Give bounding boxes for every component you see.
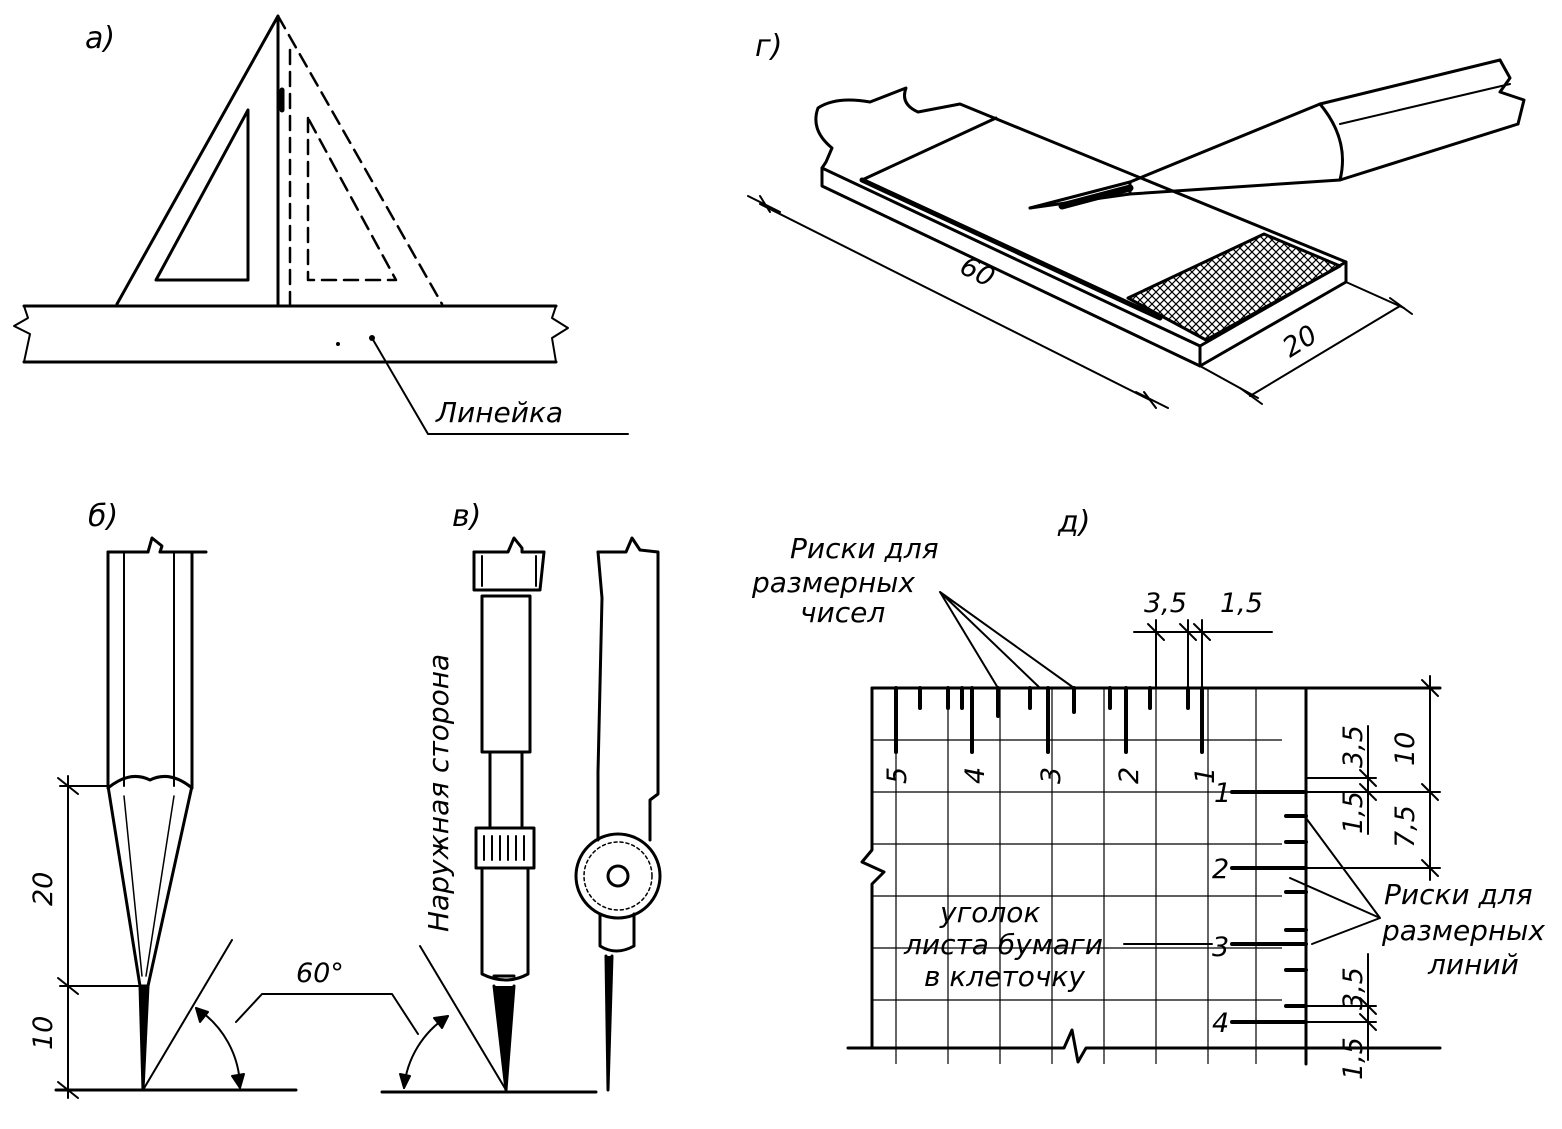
corner-line: листа бумаги (903, 928, 1103, 961)
dim-right-15a: 1,5 (1338, 791, 1369, 834)
dim-right-35a: 3,5 (1338, 725, 1369, 768)
compass-lead-holder (472, 536, 546, 1092)
panel-a-label: а) (85, 21, 115, 56)
col-number: 2 (1114, 767, 1145, 784)
outer-side-label: Наружная сторона (422, 654, 455, 932)
dimension-lines-b (54, 775, 298, 1099)
line-marks-callout: Риски для размерных линий (1289, 817, 1545, 981)
angle-right (380, 945, 598, 1094)
triangle-solid (115, 14, 280, 306)
panel-b: б) 20 10 (28, 499, 298, 1099)
number-marks-line: чисел (800, 596, 885, 629)
number-marks-callout: Риски для размерных чисел (751, 532, 1075, 689)
sharpening-board (814, 86, 1348, 368)
panel-v-label: в) (452, 499, 481, 534)
pencil-lead-point (106, 536, 208, 1092)
ruler-label: Линейка (435, 396, 563, 429)
corner-label: уголок листа бумаги в клеточку (903, 896, 1213, 993)
dim-10-b: 10 (28, 1016, 59, 1050)
triangle-dashed (276, 14, 444, 306)
corner-line: уголок (939, 896, 1040, 929)
compass-arm (574, 536, 662, 1092)
panel-g-label: г) (755, 29, 782, 64)
line-marks-line: линий (1427, 948, 1519, 981)
dim-top-a: 3,5 (1144, 588, 1187, 619)
panel-v: в) Наружная сторона (380, 499, 662, 1094)
graph-paper-grid (872, 688, 1282, 1064)
panel-g: г) 60 (747, 29, 1526, 409)
col-number: 5 (882, 767, 913, 784)
angle-left (142, 939, 245, 1091)
pencil (1028, 58, 1526, 210)
panel-d: д) (751, 505, 1545, 1080)
row-number: 1 (1214, 778, 1231, 809)
dim-right-10: 10 (1390, 732, 1421, 766)
line-marks-line: размерных (1381, 914, 1545, 947)
corner-line: в клеточку (924, 960, 1085, 993)
dim-top-b: 1,5 (1220, 588, 1263, 619)
ruler-leader (371, 337, 629, 435)
ruler-dot (336, 342, 340, 346)
panel-b-label: б) (88, 499, 118, 534)
right-tick-marks (1230, 790, 1308, 1024)
top-dimensions (1133, 619, 1273, 689)
ruler (13, 304, 569, 364)
top-tick-marks (894, 686, 1204, 754)
dim-20-b: 20 (28, 872, 59, 906)
col-number: 3 (1036, 767, 1067, 784)
dim-right-75: 7,5 (1390, 805, 1421, 848)
row-number: 4 (1212, 1008, 1229, 1039)
column-numbers: 5 4 3 2 1 (882, 767, 1221, 784)
line-marks-line: Риски для (1384, 878, 1533, 911)
angle-60-label: 60° (296, 958, 344, 989)
panel-d-label: д) (1057, 505, 1090, 540)
number-marks-line: Риски для (790, 532, 939, 565)
row-number: 3 (1212, 932, 1229, 963)
dim-right-15b: 1,5 (1338, 1037, 1369, 1080)
right-dimensions (1305, 675, 1441, 1061)
row-number: 2 (1212, 854, 1229, 885)
dim-right-35b: 3,5 (1338, 967, 1369, 1010)
angle-60-callout (235, 993, 419, 1035)
panel-a: а) Линейка (13, 14, 629, 435)
col-number: 4 (960, 767, 991, 784)
dimension-20 (1199, 281, 1413, 405)
dimension-60 (747, 195, 1169, 409)
col-number: 1 (1190, 767, 1221, 784)
dim-60-label: 60 (955, 251, 1000, 294)
row-numbers: 1 2 3 4 (1212, 778, 1231, 1039)
number-marks-line: размерных (751, 566, 915, 599)
